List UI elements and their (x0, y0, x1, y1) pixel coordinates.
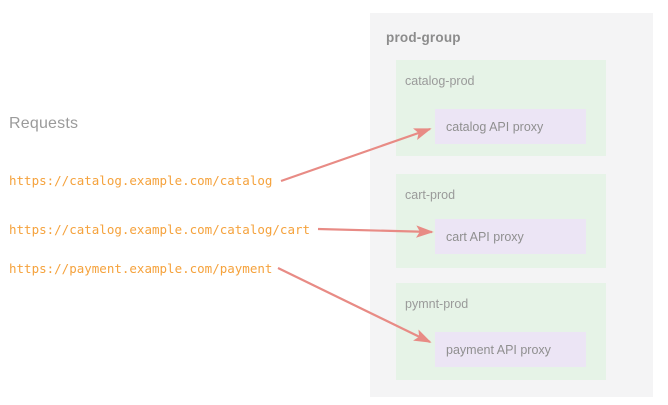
environment-label-catalog-prod: catalog-prod (405, 74, 475, 88)
environment-label-cart-prod: cart-prod (405, 188, 456, 202)
environment-box-cart-prod: cart-prod cart API proxy (396, 174, 606, 268)
request-url-catalog-cart: https://catalog.example.com/catalog/cart (9, 222, 311, 237)
request-url-catalog: https://catalog.example.com/catalog (9, 173, 273, 188)
proxy-label-payment-api-proxy: payment API proxy (446, 342, 551, 357)
environment-box-catalog-prod: catalog-prod catalog API proxy (396, 60, 606, 156)
proxy-box-payment-api-proxy: payment API proxy (435, 332, 586, 367)
environment-label-pymnt-prod: pymnt-prod (405, 297, 469, 311)
proxy-label-catalog-api-proxy: catalog API proxy (446, 119, 544, 134)
requests-heading: Requests (9, 115, 79, 132)
prod-group-title: prod-group (386, 30, 461, 45)
proxy-box-catalog-api-proxy: catalog API proxy (435, 109, 586, 144)
prod-group-panel: prod-group catalog-prod catalog API prox… (370, 13, 653, 397)
proxy-box-cart-api-proxy: cart API proxy (435, 219, 586, 254)
proxy-label-cart-api-proxy: cart API proxy (446, 229, 524, 244)
environment-box-pymnt-prod: pymnt-prod payment API proxy (396, 283, 606, 380)
request-url-payment: https://payment.example.com/payment (9, 261, 273, 276)
